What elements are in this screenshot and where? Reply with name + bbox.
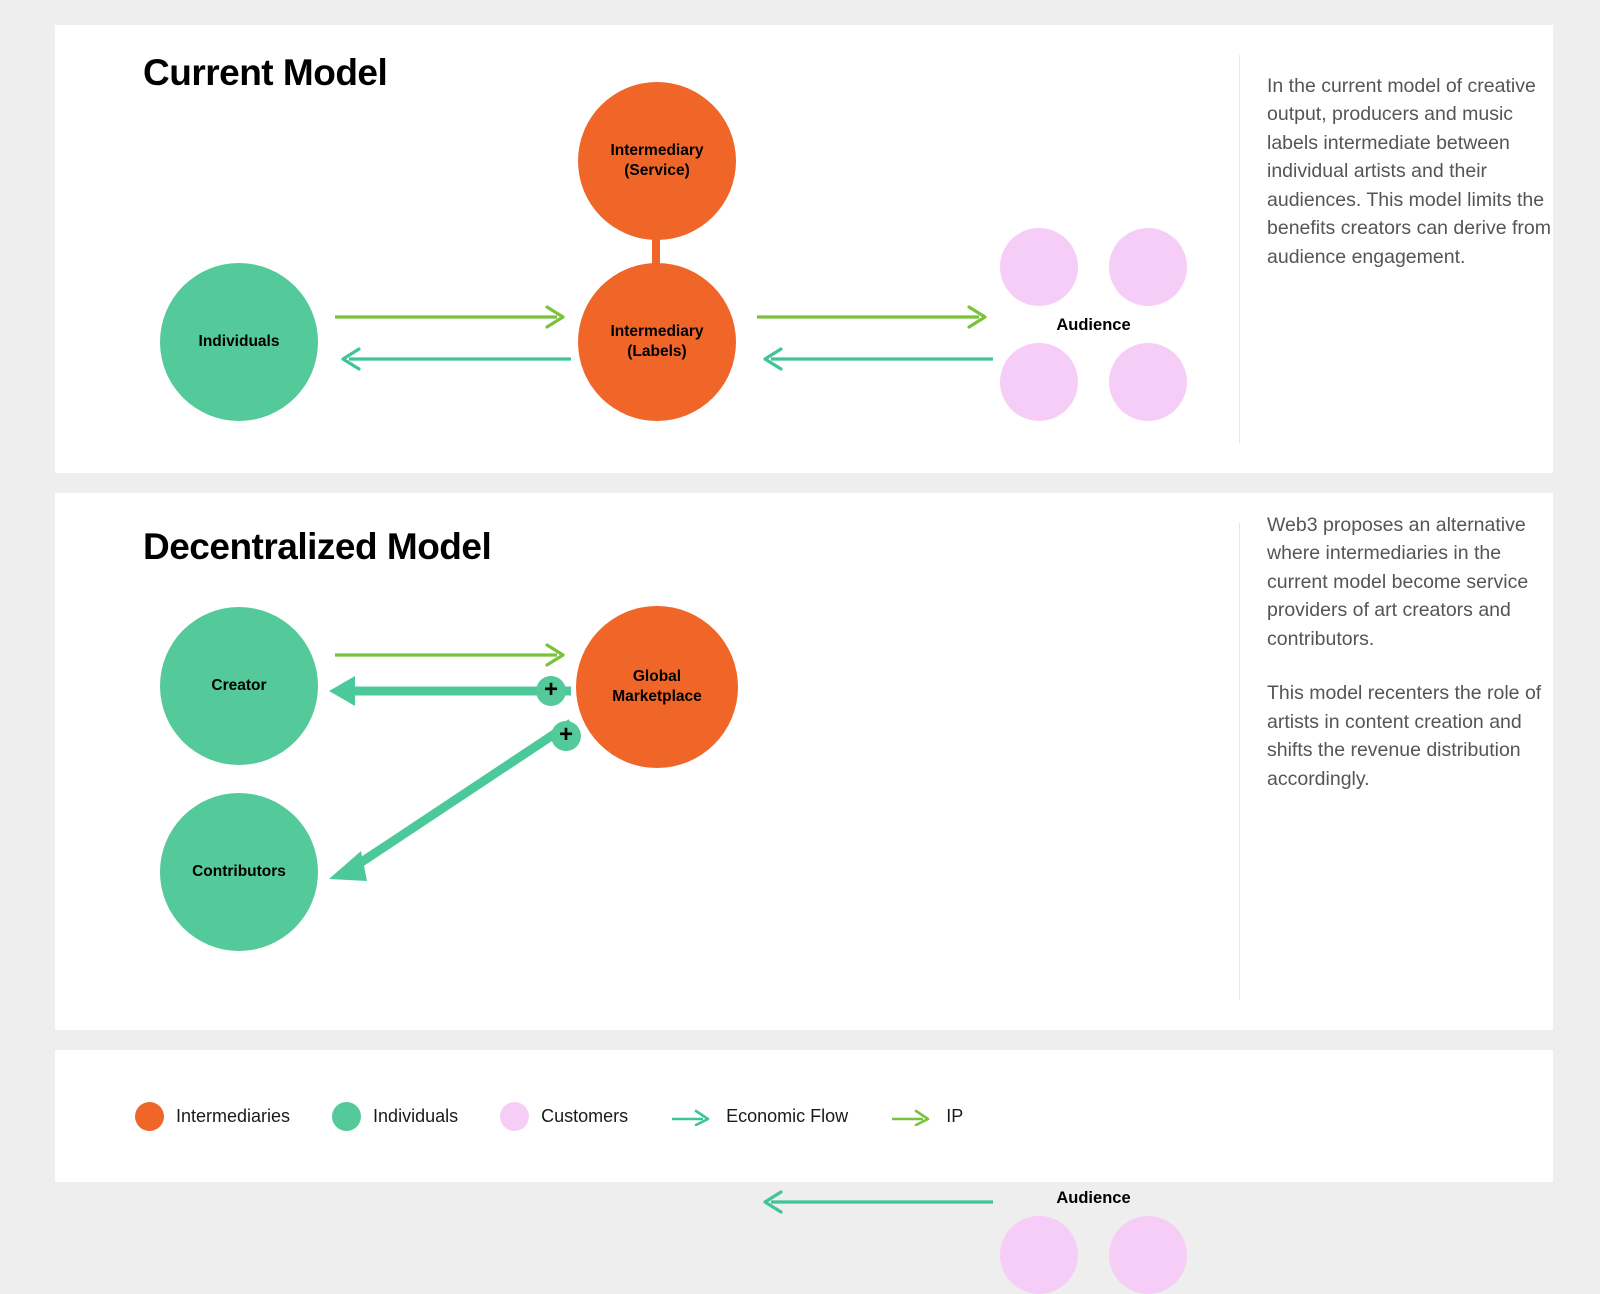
ip-arrow-icon (892, 1109, 930, 1126)
node-contributors-label: Contributors (192, 862, 286, 880)
page-title-current-model: Current Model (143, 52, 388, 93)
node-contributors[interactable]: Contributors (160, 793, 318, 951)
label-line-1: Intermediary (610, 141, 704, 159)
node-intermediary-labels-label: Intermediary (Labels) (610, 322, 703, 363)
audience-circle (1109, 1216, 1187, 1294)
customers-color-swatch-icon (500, 1101, 530, 1131)
audience-label: Audience (1056, 1189, 1131, 1207)
page-title-decentralized-model: Decentralized Model (143, 526, 492, 567)
intermediaries-color-swatch-icon (135, 1101, 164, 1131)
legend-item-ip: IP (890, 1106, 963, 1127)
legend-label: Customers (541, 1105, 629, 1126)
divider-line (1239, 55, 1240, 443)
node-individuals[interactable]: Individuals (160, 263, 318, 421)
node-intermediary-service[interactable]: Intermediary (Service) (578, 82, 736, 240)
audience-circle (1109, 228, 1187, 306)
arrow-economic-intermediary-to-individuals (341, 347, 571, 371)
legend-card: Intermediaries Individuals Customers Eco… (55, 1050, 1553, 1182)
legend: Intermediaries Individuals Customers Eco… (135, 1050, 963, 1182)
legend-item-customers: Customers (500, 1101, 629, 1131)
arrow-economic-marketplace-to-contributors (329, 719, 574, 881)
label-line-2: (Service) (624, 162, 690, 179)
legend-item-intermediaries: Intermediaries (135, 1101, 291, 1131)
audience-circle (1000, 343, 1078, 421)
node-creator[interactable]: Creator (160, 607, 318, 765)
description-paragraph: In the current model of creative output,… (1267, 75, 1551, 268)
legend-label: Economic Flow (726, 1105, 849, 1126)
label-line-1: Intermediary (610, 322, 704, 340)
audience-circle (1000, 1216, 1078, 1294)
individuals-color-swatch-icon (332, 1101, 362, 1131)
node-creator-label: Creator (211, 676, 267, 694)
legend-item-individuals: Individuals (332, 1101, 459, 1131)
node-global-marketplace[interactable]: Global Marketplace (576, 606, 738, 768)
label-line-2: (Labels) (627, 343, 687, 360)
arrow-ip-creator-to-marketplace (335, 643, 565, 667)
plus-badge-contributors-revenue[interactable]: + (551, 721, 581, 751)
node-global-marketplace-label: Global Marketplace (612, 667, 702, 708)
arrow-ip-individuals-to-intermediary (335, 305, 565, 329)
arrow-economic-audience-to-intermediary (763, 347, 993, 371)
legend-label: IP (946, 1105, 964, 1126)
arrow-economic-audience-to-marketplace (763, 1190, 993, 1214)
decentralized-model-diagram: Creator Contributors Global Marketplace … (55, 493, 1187, 1294)
node-intermediary-service-label: Intermediary (Service) (610, 141, 703, 182)
current-model-diagram: Intermediary (Service) Intermediary (Lab… (55, 25, 1187, 473)
economic-flow-arrow-icon (672, 1109, 710, 1126)
label-line-2: Marketplace (612, 688, 702, 705)
audience-circle (1000, 228, 1078, 306)
arrow-ip-intermediary-to-audience (757, 305, 987, 329)
audience-label: Audience (1056, 316, 1131, 334)
node-intermediary-labels[interactable]: Intermediary (Labels) (578, 263, 736, 421)
label-line-1: Global (632, 667, 682, 685)
description-paragraph-1: Web3 proposes an alternative where inter… (1267, 514, 1529, 650)
legend-label: Individuals (373, 1105, 459, 1126)
plus-badge-creator-revenue[interactable]: + (536, 676, 566, 706)
legend-label: Intermediaries (176, 1105, 291, 1126)
decentralized-model-card: Decentralized Model Creator Contributors… (55, 493, 1553, 1294)
legend-item-economic-flow: Economic Flow (670, 1106, 848, 1127)
divider-line (1239, 523, 1240, 1000)
node-individuals-label: Individuals (198, 332, 280, 350)
current-model-card: Current Model Intermediary (Service) Int… (55, 25, 1553, 473)
arrow-economic-marketplace-to-creator (329, 676, 571, 706)
decentralized-model-description: Web3 proposes an alternative where inter… (1267, 511, 1557, 819)
description-paragraph-2: This model recenters the role of artists… (1267, 682, 1542, 790)
current-model-description: In the current model of creative output,… (1267, 72, 1557, 297)
audience-circle (1109, 343, 1187, 421)
